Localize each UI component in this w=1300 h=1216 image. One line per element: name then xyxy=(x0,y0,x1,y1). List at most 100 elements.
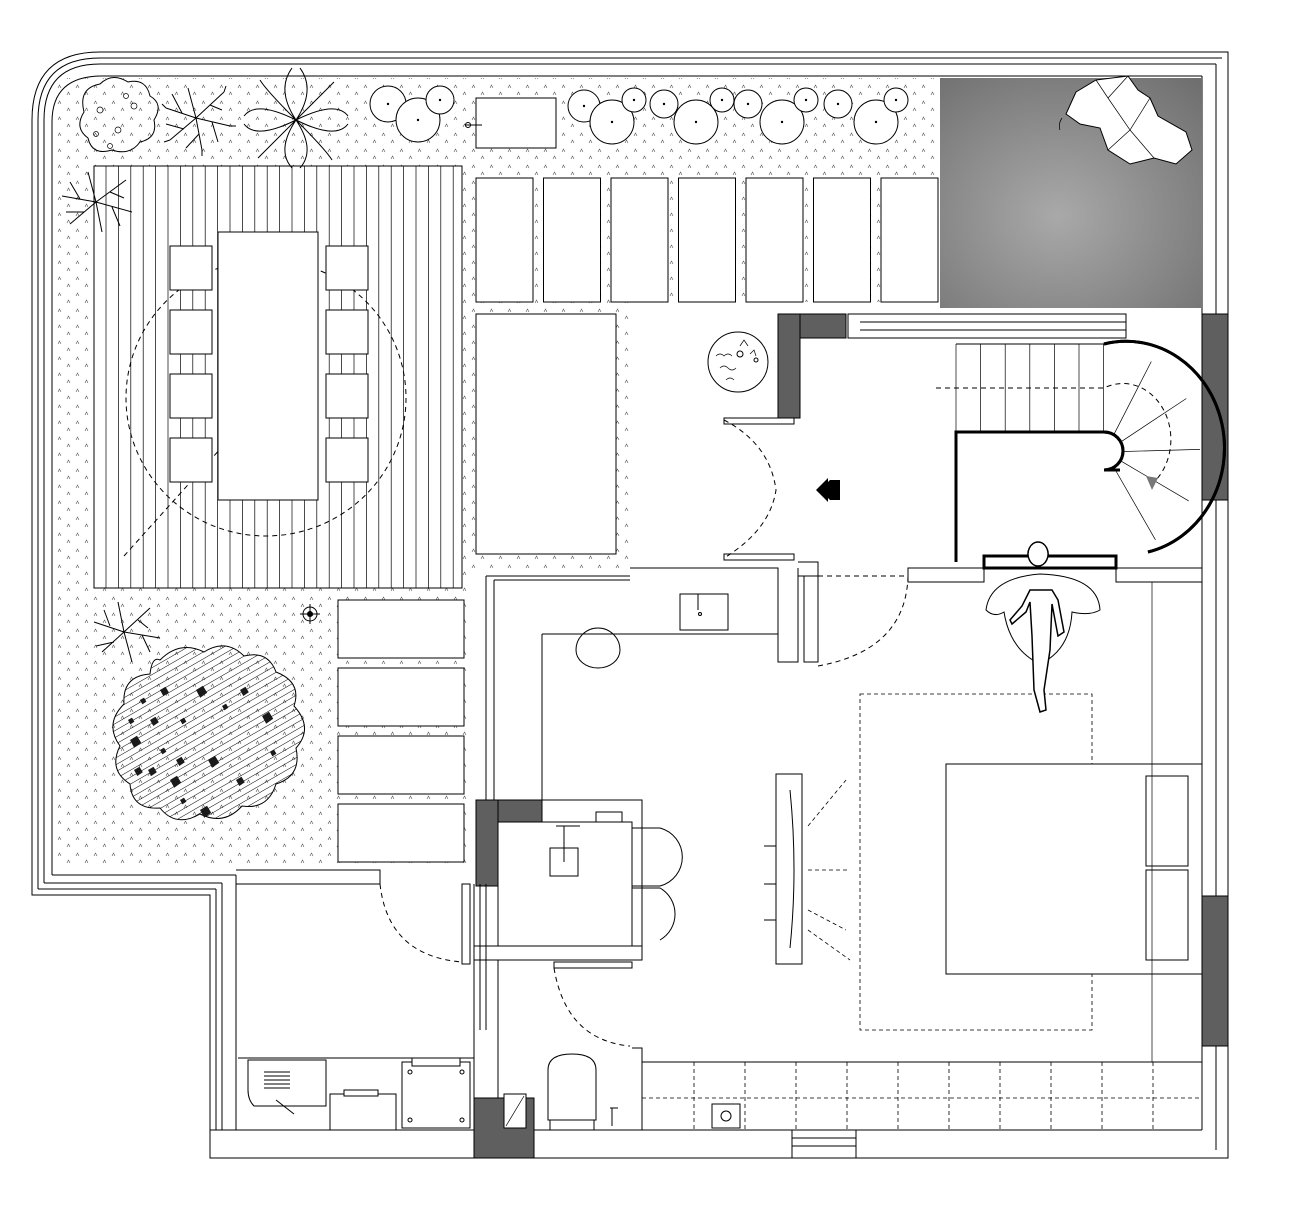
pillow xyxy=(1145,775,1189,867)
dining-chair xyxy=(169,245,213,291)
planter-bed xyxy=(610,177,669,303)
planter-bed xyxy=(745,177,804,303)
leaf xyxy=(160,747,167,755)
leaf xyxy=(262,711,274,724)
leaf xyxy=(150,716,159,727)
shrub-center xyxy=(610,120,614,124)
leaf xyxy=(200,805,212,818)
round-planter-pot xyxy=(707,331,769,393)
leaf xyxy=(160,686,169,697)
shrub-center xyxy=(780,120,784,124)
dining-chair xyxy=(169,309,213,355)
shrub-center xyxy=(720,98,724,102)
main-room-door xyxy=(817,575,909,667)
tree-leaves xyxy=(128,685,277,818)
planter-beds-stack xyxy=(337,599,465,863)
stair-steps xyxy=(955,344,1200,540)
leaf xyxy=(240,686,249,697)
shrub-center xyxy=(694,120,698,124)
leaf xyxy=(180,797,187,805)
shrub-center xyxy=(662,102,666,106)
person-figure xyxy=(1009,541,1065,713)
utility-cabinet xyxy=(329,1089,397,1131)
leaf xyxy=(270,749,277,757)
bare-tree-icon-flowerbed xyxy=(93,601,161,663)
bathroom-side-door xyxy=(379,883,471,965)
stair-winder xyxy=(1120,398,1187,443)
shower-tray xyxy=(503,1093,527,1129)
planter-beds-top xyxy=(475,177,939,303)
shower-door xyxy=(553,961,633,1047)
planter-bed xyxy=(337,803,465,863)
dining-chair xyxy=(325,373,369,419)
planter-bed xyxy=(678,177,736,303)
stair-winder xyxy=(1113,361,1152,435)
shrub-center xyxy=(836,102,840,106)
garden-lamp-icon xyxy=(300,604,320,624)
leaf xyxy=(208,755,220,768)
washing-machine xyxy=(401,1057,471,1129)
planter-bed xyxy=(475,177,534,303)
leaf xyxy=(130,735,142,748)
planter-bed xyxy=(880,177,939,303)
double-bed xyxy=(945,582,1203,1062)
dining-chair xyxy=(169,437,213,483)
bathroom-double-door xyxy=(632,827,683,941)
armchair xyxy=(985,573,1101,665)
leaf xyxy=(236,776,245,787)
leaf xyxy=(222,703,229,711)
floor-drain xyxy=(711,1103,741,1129)
leaf xyxy=(196,685,208,698)
wash-basin xyxy=(575,593,729,669)
round-shrub-row xyxy=(369,85,909,145)
planter-bed xyxy=(813,177,871,303)
dining-chair xyxy=(325,245,369,291)
planter-bed xyxy=(543,177,601,303)
dining-chair xyxy=(325,437,369,483)
shrub-center xyxy=(438,98,442,102)
dining-chairs xyxy=(169,245,369,483)
leaf xyxy=(148,766,157,777)
bare-tree-icon xyxy=(161,85,236,156)
leaf xyxy=(128,717,135,725)
planter-bed xyxy=(337,599,465,659)
outdoor-dining-table xyxy=(123,231,407,557)
shrub-center xyxy=(874,120,878,124)
entrance-arrow xyxy=(816,478,840,502)
palm-plant-icon xyxy=(243,67,349,169)
planter-bed xyxy=(337,667,465,727)
dining-chair xyxy=(169,373,213,419)
spiral-staircase xyxy=(936,339,1226,570)
leaf xyxy=(176,756,185,767)
leaf xyxy=(180,717,187,725)
bare-tree-icon-left xyxy=(61,171,133,233)
shrub-center xyxy=(582,104,586,108)
shrub-center xyxy=(804,98,808,102)
entrance-double-door xyxy=(723,417,840,561)
planter-bed xyxy=(337,735,465,795)
dining-table xyxy=(217,231,319,501)
large-tree-canopy xyxy=(112,645,305,821)
toilet xyxy=(547,1053,618,1131)
stair-winder xyxy=(1114,468,1156,540)
stair-winder xyxy=(1123,449,1200,452)
garden-bench xyxy=(465,97,557,149)
leaf xyxy=(170,775,182,788)
bathroom-sink xyxy=(549,811,623,877)
shrub-center xyxy=(894,98,898,102)
leaf xyxy=(134,766,143,777)
shrub-center xyxy=(746,102,750,106)
pillow xyxy=(1145,869,1189,961)
dining-chair xyxy=(325,309,369,355)
shrub-center xyxy=(632,98,636,102)
planter-bed-large xyxy=(475,313,617,555)
tv-console xyxy=(764,773,851,965)
shrub-icon xyxy=(79,77,159,153)
dark-paved-patio xyxy=(940,75,1202,308)
shrub-center xyxy=(386,102,390,106)
leaf xyxy=(140,697,147,705)
stone-sculpture-icon xyxy=(1065,75,1193,165)
shrub-center xyxy=(416,118,420,122)
tiled-strip xyxy=(642,1062,1202,1130)
